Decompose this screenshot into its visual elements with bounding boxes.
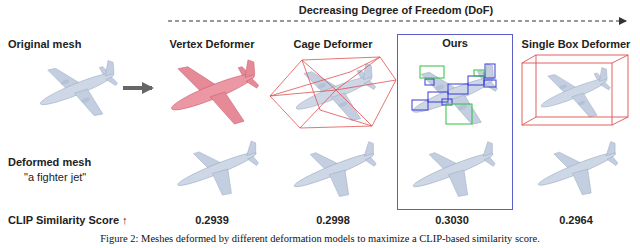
dof-arrow (168, 20, 626, 21)
ours-boxes (412, 64, 496, 124)
cage-result (292, 142, 376, 197)
single-box (522, 55, 628, 125)
score-value: 0.2939 (195, 214, 229, 227)
box-plane (539, 68, 610, 117)
ours-result (411, 142, 495, 197)
cage-wireframe (270, 57, 396, 128)
axis-title: Decreasing Degree of Freedom (DoF) (299, 4, 493, 17)
vertex-result (176, 141, 258, 195)
box-result (537, 142, 618, 195)
column-header: Vertex Deformer (170, 38, 255, 51)
score-value: 0.2964 (559, 214, 593, 227)
highlight-box: Ours (397, 34, 513, 210)
vertex-plane (169, 60, 259, 124)
ours-plane (410, 64, 497, 124)
deform-arrow (123, 86, 152, 90)
column-header: Ours (398, 35, 512, 50)
row-label: Original mesh (8, 38, 81, 51)
prompt-text: "a fighter jet" (24, 171, 86, 184)
score-value: 0.3030 (435, 214, 469, 227)
figure-caption: Figure 2: Meshes deformed by different d… (100, 232, 540, 245)
row-label: CLIP Similarity Score ↑ (8, 214, 128, 227)
row-label: Deformed mesh (8, 156, 91, 169)
score-value: 0.2998 (316, 214, 350, 227)
original-plane (38, 61, 117, 116)
column-header: Cage Deformer (294, 38, 373, 51)
column-header: Single Box Deformer (522, 38, 631, 51)
